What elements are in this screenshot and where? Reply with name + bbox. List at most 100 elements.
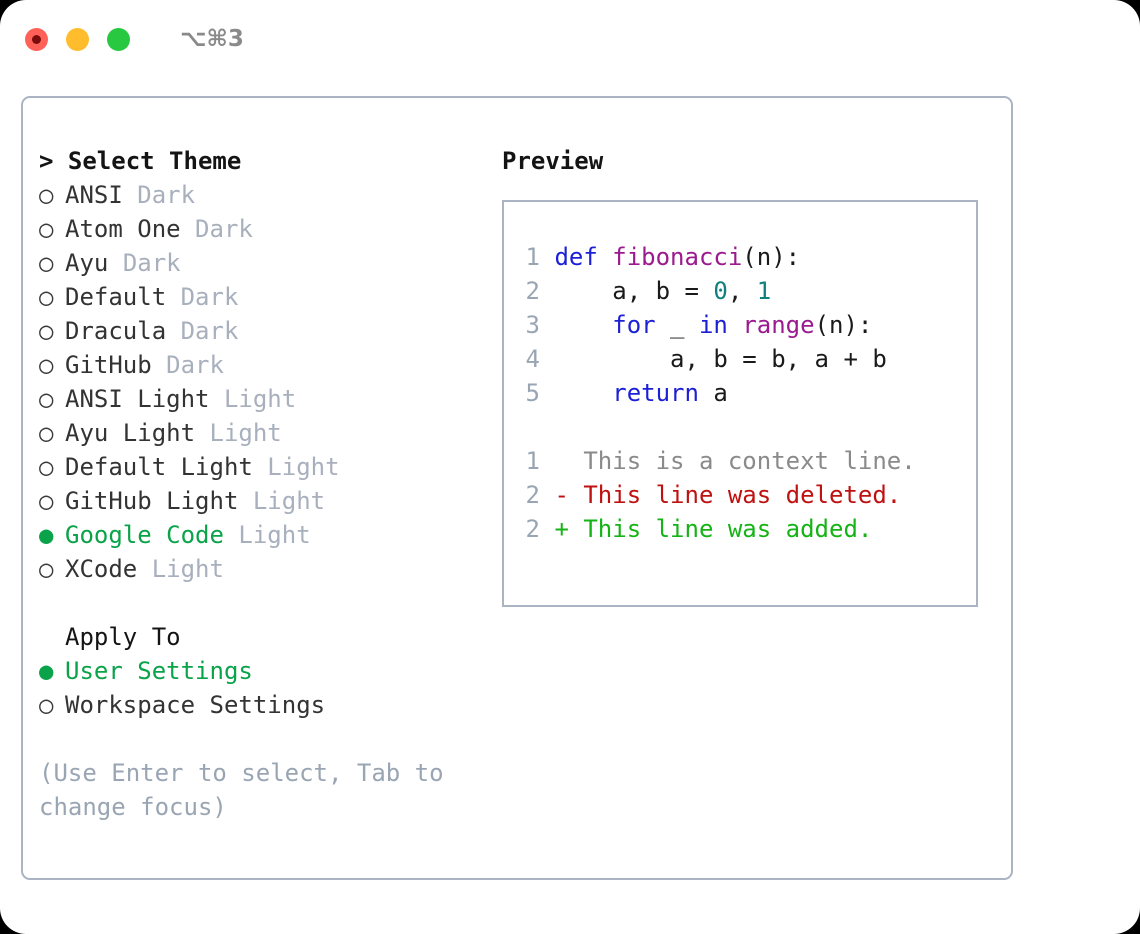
theme-option-label: Ayu: [65, 249, 109, 277]
code-line: 5 return a: [518, 376, 970, 410]
theme-option-ansi-light[interactable]: ○ANSI Light Light: [39, 382, 489, 416]
minimize-button-icon[interactable]: [66, 27, 89, 51]
theme-option-ayu-light[interactable]: ○ Ayu Light Light: [39, 416, 489, 450]
code-line: 3 for _ in range(n):: [518, 308, 970, 342]
code-token-text: a: [698, 379, 728, 407]
diff-text: This line was deleted.: [583, 481, 902, 509]
theme-option-list: ○ANSI Dark ○Atom One Dark ○Ayu Dark ○Def…: [39, 178, 489, 586]
radio-off-icon: ○: [39, 249, 54, 277]
apply-to-header: Apply To: [39, 620, 489, 654]
code-token-number: 0: [713, 277, 728, 305]
code-token-keyword: in: [698, 311, 728, 339]
line-number: 2: [525, 515, 540, 543]
theme-option-variant: Light: [238, 521, 311, 549]
radio-on-icon: ●: [39, 657, 54, 685]
preview-panel: 1 def fibonacci(n): 2 a, b = 0, 1 3 for …: [502, 200, 978, 607]
radio-off-icon: ○: [39, 453, 54, 481]
theme-option-label: ANSI Light: [65, 385, 210, 413]
theme-option-ansi[interactable]: ○ANSI Dark: [39, 178, 489, 212]
radio-off-icon: ○: [39, 181, 54, 209]
theme-option-label: Ayu Light: [65, 419, 196, 447]
theme-option-variant: Dark: [180, 283, 239, 311]
apply-to-option-user-settings[interactable]: ● User Settings: [39, 654, 489, 688]
theme-option-default-light[interactable]: ○Default Light Light: [39, 450, 489, 484]
keyboard-hint-text: (Use Enter to select, Tab to change focu…: [39, 759, 444, 821]
diff-marker: +: [554, 515, 584, 543]
diff-line-deleted: 2 - This line was deleted.: [518, 478, 970, 512]
apply-to-header-label: Apply To: [65, 623, 181, 651]
radio-off-icon: ○: [39, 487, 54, 515]
theme-option-label: Default: [65, 283, 167, 311]
theme-option-default[interactable]: ○ Default Dark: [39, 280, 489, 314]
theme-option-label: Dracula: [65, 317, 167, 345]
radio-off-icon: ○: [39, 351, 54, 379]
diff-text: This line was added.: [583, 515, 873, 543]
diff-line-context: 1 This is a context line.: [518, 444, 970, 478]
line-number: 2: [525, 481, 540, 509]
apply-to-option-list: ● User Settings ○ Workspace Settings: [39, 654, 489, 722]
close-dot-icon: [32, 34, 41, 44]
code-token-punct: (n):: [742, 243, 801, 271]
preview-title: Preview: [502, 147, 604, 175]
apply-to-option-label: Workspace Settings: [65, 691, 326, 719]
line-number: 3: [525, 311, 540, 339]
theme-option-github-light[interactable]: ○GitHub Light Light: [39, 484, 489, 518]
radio-off-icon: ○: [39, 317, 54, 345]
theme-option-dracula[interactable]: ○ Dracula Dark: [39, 314, 489, 348]
maximize-button-icon[interactable]: [107, 27, 130, 51]
line-number: 1: [525, 243, 540, 271]
theme-option-google-code[interactable]: ●Google Code Light: [39, 518, 489, 552]
theme-option-ayu[interactable]: ○ Ayu Dark: [39, 246, 489, 280]
theme-option-label: Google Code: [65, 521, 224, 549]
code-token-keyword: return: [612, 379, 699, 407]
code-token-number: 1: [756, 277, 772, 305]
line-number: 5: [525, 379, 540, 407]
code-token-keyword: def: [554, 243, 613, 271]
theme-option-variant: Light: [151, 555, 224, 583]
radio-off-icon: ○: [39, 691, 54, 719]
theme-option-variant: Dark: [166, 351, 224, 379]
theme-option-variant: Dark: [180, 317, 239, 345]
close-button-icon[interactable]: [25, 27, 48, 51]
code-token-text: _: [655, 311, 699, 339]
theme-option-label: XCode: [65, 555, 138, 583]
code-diff-separator: [518, 410, 970, 444]
code-token-text: [554, 311, 612, 339]
theme-option-variant: Dark: [122, 249, 181, 277]
code-token-text: [728, 311, 742, 339]
theme-option-variant: Light: [209, 419, 282, 447]
keyboard-shortcut-label: ⌥⌘3: [180, 26, 244, 52]
theme-option-label: GitHub Light: [65, 487, 239, 515]
hint-spacer: [39, 722, 489, 756]
diff-marker: [554, 447, 583, 475]
theme-option-variant: Light: [267, 453, 340, 481]
code-token-punct: (n):: [814, 311, 873, 339]
theme-option-atom-one[interactable]: ○Atom One Dark: [39, 212, 489, 246]
apply-to-option-workspace-settings[interactable]: ○ Workspace Settings: [39, 688, 489, 722]
code-token-text: a, b =: [554, 277, 714, 305]
code-line: 1 def fibonacci(n):: [518, 240, 970, 274]
radio-off-icon: ○: [39, 215, 54, 243]
code-token-text: [554, 379, 612, 407]
theme-option-variant: Light: [223, 385, 297, 413]
radio-off-icon: ○: [39, 419, 54, 447]
theme-option-github[interactable]: ○ GitHub Dark: [39, 348, 489, 382]
diff-line-added: 2 + This line was added.: [518, 512, 970, 546]
theme-option-label: GitHub: [65, 351, 152, 379]
theme-option-xcode[interactable]: ○ XCode Light: [39, 552, 489, 586]
theme-option-label: ANSI: [65, 181, 123, 209]
code-token-keyword: for: [612, 311, 656, 339]
code-line: 4 a, b = b, a + b: [518, 342, 970, 376]
radio-off-icon: ○: [39, 283, 54, 311]
traffic-light-buttons: [25, 27, 130, 51]
radio-off-icon: ○: [39, 555, 54, 583]
line-number: 2: [525, 277, 540, 305]
diff-text: This is a context line.: [583, 447, 916, 475]
apply-to-option-label: User Settings: [65, 657, 253, 685]
content-panel: > Select Theme ○ ANSI Dark ○ Atom One Dark…: [21, 96, 1013, 880]
code-token-function: range: [742, 311, 815, 339]
select-theme-header: > Select Theme: [39, 147, 242, 175]
theme-option-label: Atom One: [65, 215, 181, 243]
list-spacer: [39, 586, 489, 620]
